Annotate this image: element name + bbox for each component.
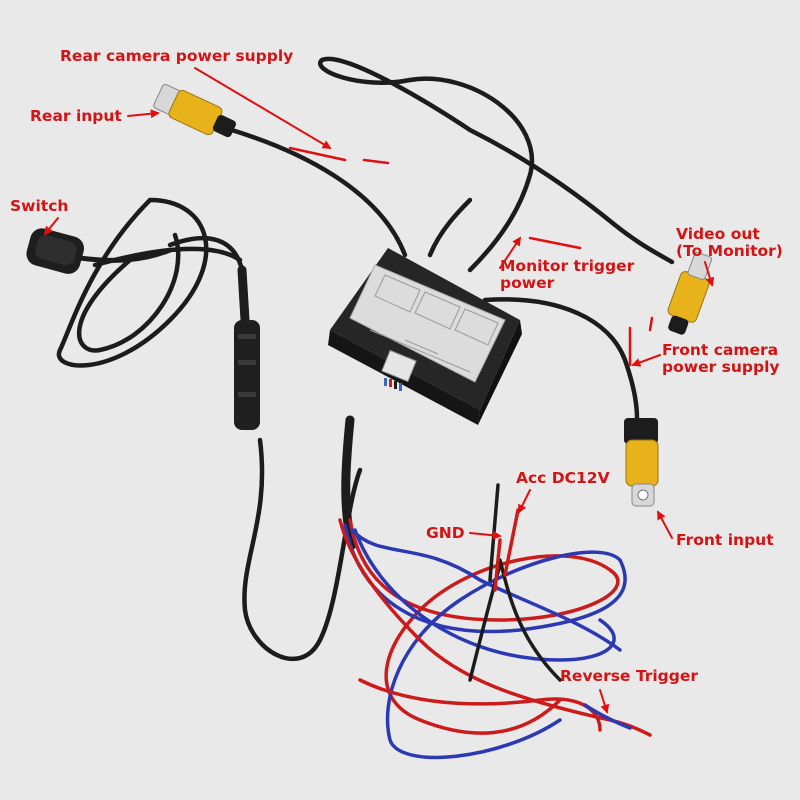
front-rca-connector (624, 418, 659, 507)
front-input-label: Front input (676, 531, 774, 549)
reverse-trigger-label: Reverse Trigger (560, 667, 699, 685)
front-camera-power-label-line1: Front camera (662, 341, 779, 359)
switching-module (328, 248, 522, 425)
acc-dc12v-label: Acc DC12V (516, 469, 610, 487)
rear-rca-connector (153, 83, 236, 138)
monitor-trigger-label-line2: power (500, 274, 555, 292)
inline-connector (234, 265, 260, 430)
switch-button (26, 228, 171, 274)
monitor-trigger-label-line1: Monitor trigger (500, 257, 635, 275)
annotation-arrows (43, 67, 715, 714)
front-camera-power-label-line2: power supply (662, 358, 780, 376)
rear-camera-power-label: Rear camera power supply (60, 47, 294, 65)
video-out-rca-connector (667, 251, 713, 335)
power-wires (338, 483, 652, 760)
video-out-label-line2: (To Monitor) (676, 242, 783, 260)
video-out-label-line1: Video out (676, 225, 760, 243)
rear-input-label: Rear input (30, 107, 122, 125)
gnd-label: GND (426, 524, 465, 542)
switch-label: Switch (10, 197, 69, 215)
